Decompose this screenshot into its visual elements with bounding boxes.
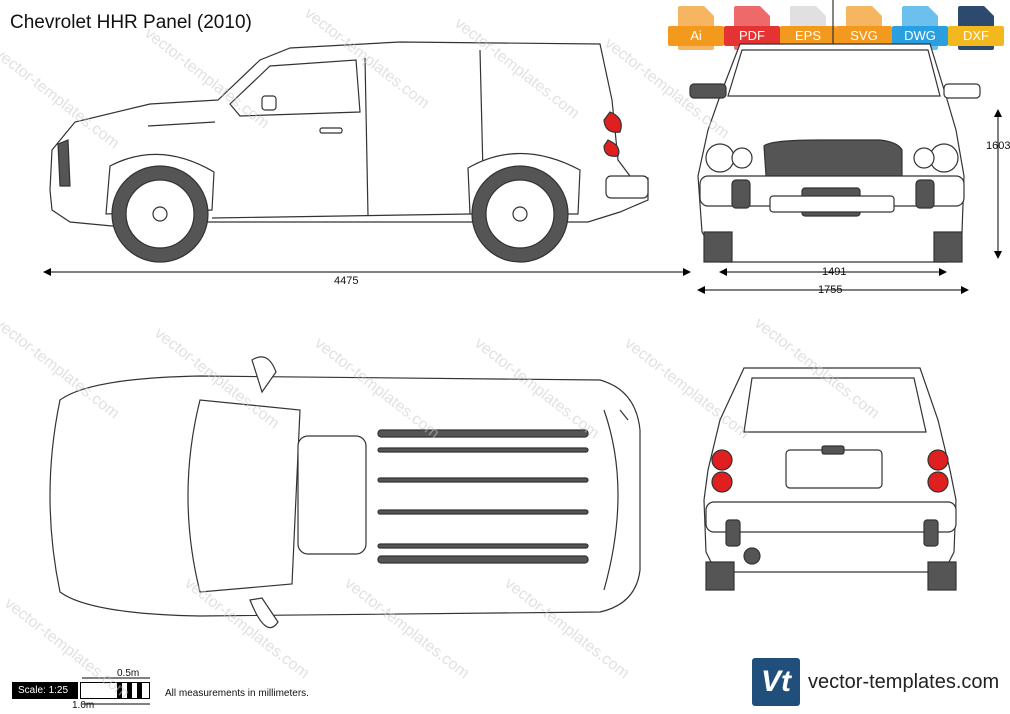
top-mirror-right [249, 597, 279, 628]
front-mirror-left [689, 83, 727, 99]
pdf-format-icon[interactable]: PDF [724, 6, 780, 52]
format-icons: Ai PDF EPS SVG DWG DXF [668, 6, 1004, 52]
svg-format-icon[interactable]: SVG [836, 6, 892, 52]
width-label: 1755 [818, 284, 843, 296]
height-label: 1603 [986, 140, 1010, 152]
dwg-format-icon[interactable]: DWG [892, 6, 948, 52]
rear-tire-right [927, 561, 957, 591]
brand[interactable]: Vt vector-templates.com [752, 658, 999, 706]
top-view [49, 356, 641, 628]
sunroof [297, 435, 367, 555]
roof-rail-1 [377, 429, 589, 438]
rear-tire-left [705, 561, 735, 591]
dxf-format-icon[interactable]: DXF [948, 6, 1004, 52]
side-taillight-upper [603, 111, 622, 133]
dwg-format-label: DWG [892, 26, 948, 46]
pdf-format-label: PDF [724, 26, 780, 46]
eps-format-icon[interactable]: EPS [780, 6, 836, 52]
svg-format-label: SVG [836, 26, 892, 46]
taillight-left-lower [711, 471, 733, 493]
scale-bar [80, 682, 150, 699]
front-mirror-right [943, 83, 981, 99]
headlight-left [705, 143, 735, 173]
front-grille [763, 139, 903, 177]
track-label: 1491 [822, 266, 847, 278]
rear-bumper [705, 501, 957, 533]
rear-window [743, 377, 927, 433]
half-meter-label: 0.5m [117, 668, 140, 679]
front-tire-right [933, 231, 963, 263]
side-taillight-lower [603, 139, 620, 157]
windshield [727, 49, 941, 97]
scale-ticks [82, 677, 150, 705]
front-tire-left [703, 231, 733, 263]
door-handle [319, 127, 343, 134]
scale-label: Scale: 1:25 [12, 682, 78, 699]
front-view [689, 0, 981, 263]
rear-bumper-side [605, 175, 649, 199]
measurement-note: All measurements in millimeters. [165, 688, 309, 699]
top-windshield [187, 399, 301, 593]
taillight-right-lower [927, 471, 949, 493]
exhaust-pipe [743, 547, 761, 565]
ai-format-label: Ai [668, 26, 724, 46]
roof-rail-2 [377, 555, 589, 564]
page-title: Chevrolet HHR Panel (2010) [10, 12, 252, 33]
side-view [49, 41, 649, 263]
length-label: 4475 [334, 275, 359, 287]
one-meter-label: 1.0m [72, 700, 95, 711]
eps-format-label: EPS [780, 26, 836, 46]
side-window [229, 59, 361, 117]
ai-format-icon[interactable]: Ai [668, 6, 724, 52]
rear-plate-area [785, 449, 883, 489]
dxf-format-label: DXF [948, 26, 1004, 46]
rear-view [703, 367, 957, 591]
taillight-right-upper [927, 449, 949, 471]
brand-name: vector-templates.com [808, 670, 1000, 693]
vt-logo-icon: Vt [752, 658, 800, 706]
top-mirror-left [251, 356, 277, 394]
side-mirror [261, 95, 277, 111]
taillight-left-upper [711, 449, 733, 471]
side-grille [57, 139, 71, 187]
rear-emblem [821, 445, 845, 455]
